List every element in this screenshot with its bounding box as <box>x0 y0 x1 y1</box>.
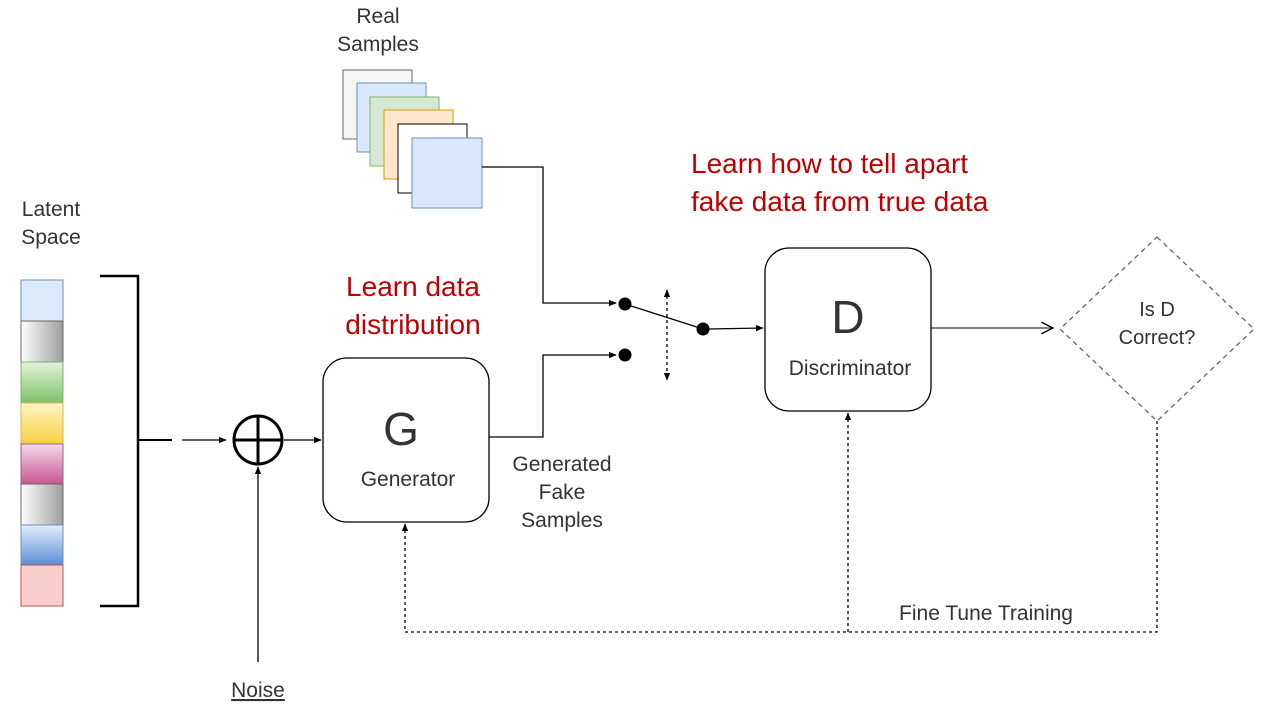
latent-cell <box>20 361 64 404</box>
latent-cell <box>20 564 64 607</box>
latent-vector <box>20 279 64 607</box>
generated-samples-label: Generated <box>512 453 611 476</box>
latent-cell <box>20 279 64 322</box>
latent-cell <box>20 320 64 363</box>
noise-label: Noise <box>231 679 285 702</box>
sample-switch <box>618 289 710 381</box>
feedback-label: Fine Tune Training <box>899 602 1073 625</box>
generator-label: Generator <box>361 468 456 491</box>
latent-cell <box>20 443 64 485</box>
generated-samples-label: Samples <box>521 509 603 532</box>
discriminator-box <box>764 247 932 412</box>
discriminator-annotation: fake data from true data <box>691 186 989 217</box>
latent-cell <box>20 402 64 445</box>
discriminator-annotation: Learn how to tell apart <box>691 148 968 179</box>
latent-cell <box>20 524 64 566</box>
generated-samples-label: Fake <box>539 481 586 504</box>
generator-box <box>322 357 490 523</box>
decision-diamond <box>1059 236 1255 422</box>
latent-space-label: Latent <box>22 198 81 221</box>
real-samples-label: Real <box>356 5 399 28</box>
feedback-line <box>401 421 1158 633</box>
generator-to-switch-line <box>489 351 617 438</box>
real-samples-label: Samples <box>337 33 419 56</box>
discriminator-label: Discriminator <box>789 357 912 380</box>
real-to-switch-line <box>482 166 617 307</box>
latent-space-label: Space <box>21 226 81 249</box>
switch-to-discriminator-arrow <box>708 324 764 332</box>
latent-cell <box>20 483 64 526</box>
generator-annotation: Learn data <box>346 271 480 302</box>
decision-label: Correct? <box>1119 327 1196 349</box>
decision-label: Is D <box>1139 299 1175 321</box>
generator-annotation: distribution <box>345 309 480 340</box>
real-sample-card <box>411 137 483 209</box>
sum-operator <box>232 414 284 466</box>
latent-bracket <box>100 274 140 608</box>
real-samples-stack <box>342 69 483 209</box>
generator-letter: G <box>383 403 419 455</box>
discriminator-letter: D <box>831 291 864 343</box>
